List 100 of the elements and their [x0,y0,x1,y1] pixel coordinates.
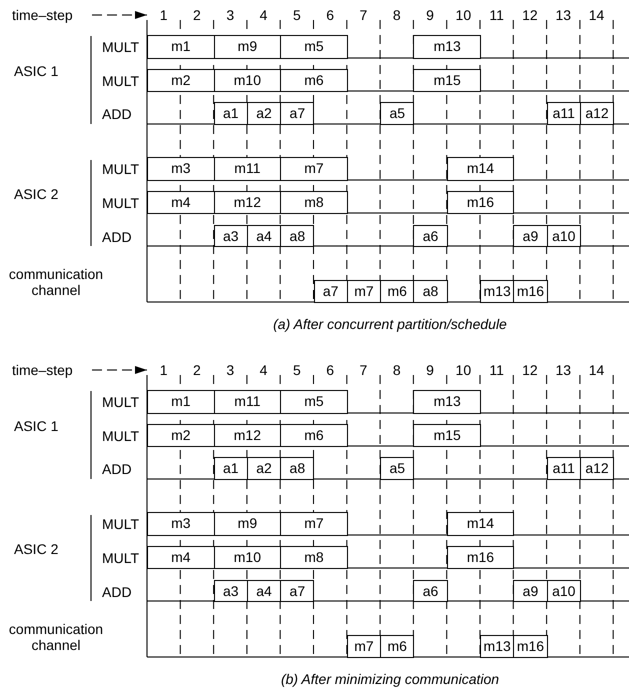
time-step-number: 3 [226,7,234,23]
operation-box: m3 [147,157,215,181]
operation-box: m13 [413,35,481,59]
time-step-number: 2 [193,7,201,23]
operation-box: m16 [513,280,548,303]
unit-label: ADD [102,106,132,122]
operation-box: a7 [280,102,314,125]
axis-label: time–step [12,362,73,378]
unit-label: MULT [102,73,140,89]
operation-box: a5 [380,102,414,125]
time-step-number: 4 [260,7,268,23]
time-step-number: 13 [555,362,572,378]
operation-box: a10 [546,225,581,247]
time-step-number: 14 [588,362,604,378]
operation-box: m7 [280,157,348,181]
time-step-number: 8 [392,7,401,23]
time-step-number: 1 [160,7,168,23]
operation-box: a12 [580,102,614,125]
time-step-number: 9 [426,362,434,378]
operation-box: m6 [280,424,348,447]
operation-box: a9 [513,580,548,602]
time-step-number: 2 [193,362,201,378]
operation-box: m12 [214,424,282,447]
caption: (b) After minimizing communication [280,671,500,687]
operation-box: m13 [413,390,481,414]
time-step-number: 3 [226,362,234,378]
operation-box: a10 [546,580,581,602]
unit-label: MULT [102,39,140,55]
time-step-number: 12 [522,7,538,23]
unit-label: ADD [102,229,132,245]
operation-box: m7 [346,635,382,658]
asic-label: ASIC 2 [14,186,58,202]
operation-box: m11 [214,390,282,414]
operation-box: m5 [280,35,348,59]
caption: (a) After concurrent partition/schedule [273,316,507,332]
operation-box: m7 [280,512,348,536]
operation-box: m5 [280,390,348,414]
operation-box: a9 [513,225,548,247]
operation-box: m1 [147,390,215,414]
operation-box: m15 [413,69,481,92]
time-step-number: 5 [292,7,301,23]
operation-box: m3 [147,512,215,536]
operation-box: a7 [314,280,348,303]
row-label: communication channel [8,621,104,653]
operation-box: a3 [214,225,248,247]
time-step-number: 9 [426,7,434,23]
time-step-number: 10 [456,7,472,23]
time-step-number: 14 [588,7,604,23]
operation-box: a11 [546,457,581,480]
operation-box: a6 [413,225,448,247]
operation-box: m10 [214,69,282,92]
unit-label: MULT [102,161,140,177]
operation-box: m12 [214,191,282,214]
operation-box: a3 [214,580,248,602]
time-step-number: 12 [522,362,538,378]
operation-box: a1 [214,102,248,125]
operation-box: m8 [280,191,348,214]
operation-box: a8 [413,280,448,303]
time-step-number: 13 [555,7,572,23]
operation-box: a8 [280,225,314,247]
time-step-number: 1 [160,362,168,378]
time-step-number: 7 [360,362,368,378]
time-step-number: 10 [456,362,472,378]
operation-box: m13 [480,280,514,303]
operation-box: m7 [346,280,382,303]
operation-box: m13 [480,635,514,658]
operation-box: m2 [147,69,215,92]
operation-box: m10 [214,546,282,569]
time-step-number: 5 [292,362,301,378]
operation-box: a7 [280,580,314,602]
operation-box: m14 [446,512,514,536]
operation-box: m2 [147,424,215,447]
operation-box: m9 [214,35,282,59]
operation-box: a2 [246,102,282,125]
operation-box: m15 [413,424,481,447]
operation-box: a11 [546,102,581,125]
operation-box: m8 [280,546,348,569]
asic-label: ASIC 1 [14,418,58,434]
operation-box: a12 [580,457,614,480]
operation-box: a8 [280,457,314,480]
operation-box: m6 [380,280,414,303]
unit-label: ADD [102,584,132,600]
operation-box: a4 [246,225,282,247]
unit-label: MULT [102,394,140,410]
unit-label: MULT [102,195,140,211]
operation-box: m16 [446,191,514,214]
operation-box: a5 [380,457,414,480]
operation-box: m9 [214,512,282,536]
operation-box: a4 [246,580,282,602]
operation-box: a2 [246,457,282,480]
operation-box: m4 [147,191,215,214]
operation-box: m6 [280,69,348,92]
time-step-number: 6 [326,362,334,378]
time-step-number: 11 [489,7,504,23]
time-step-number: 11 [489,362,504,378]
unit-label: MULT [102,550,140,566]
operation-box: m11 [214,157,282,181]
time-step-number: 8 [392,362,401,378]
operation-box: m4 [147,546,215,569]
unit-label: ADD [102,461,132,477]
